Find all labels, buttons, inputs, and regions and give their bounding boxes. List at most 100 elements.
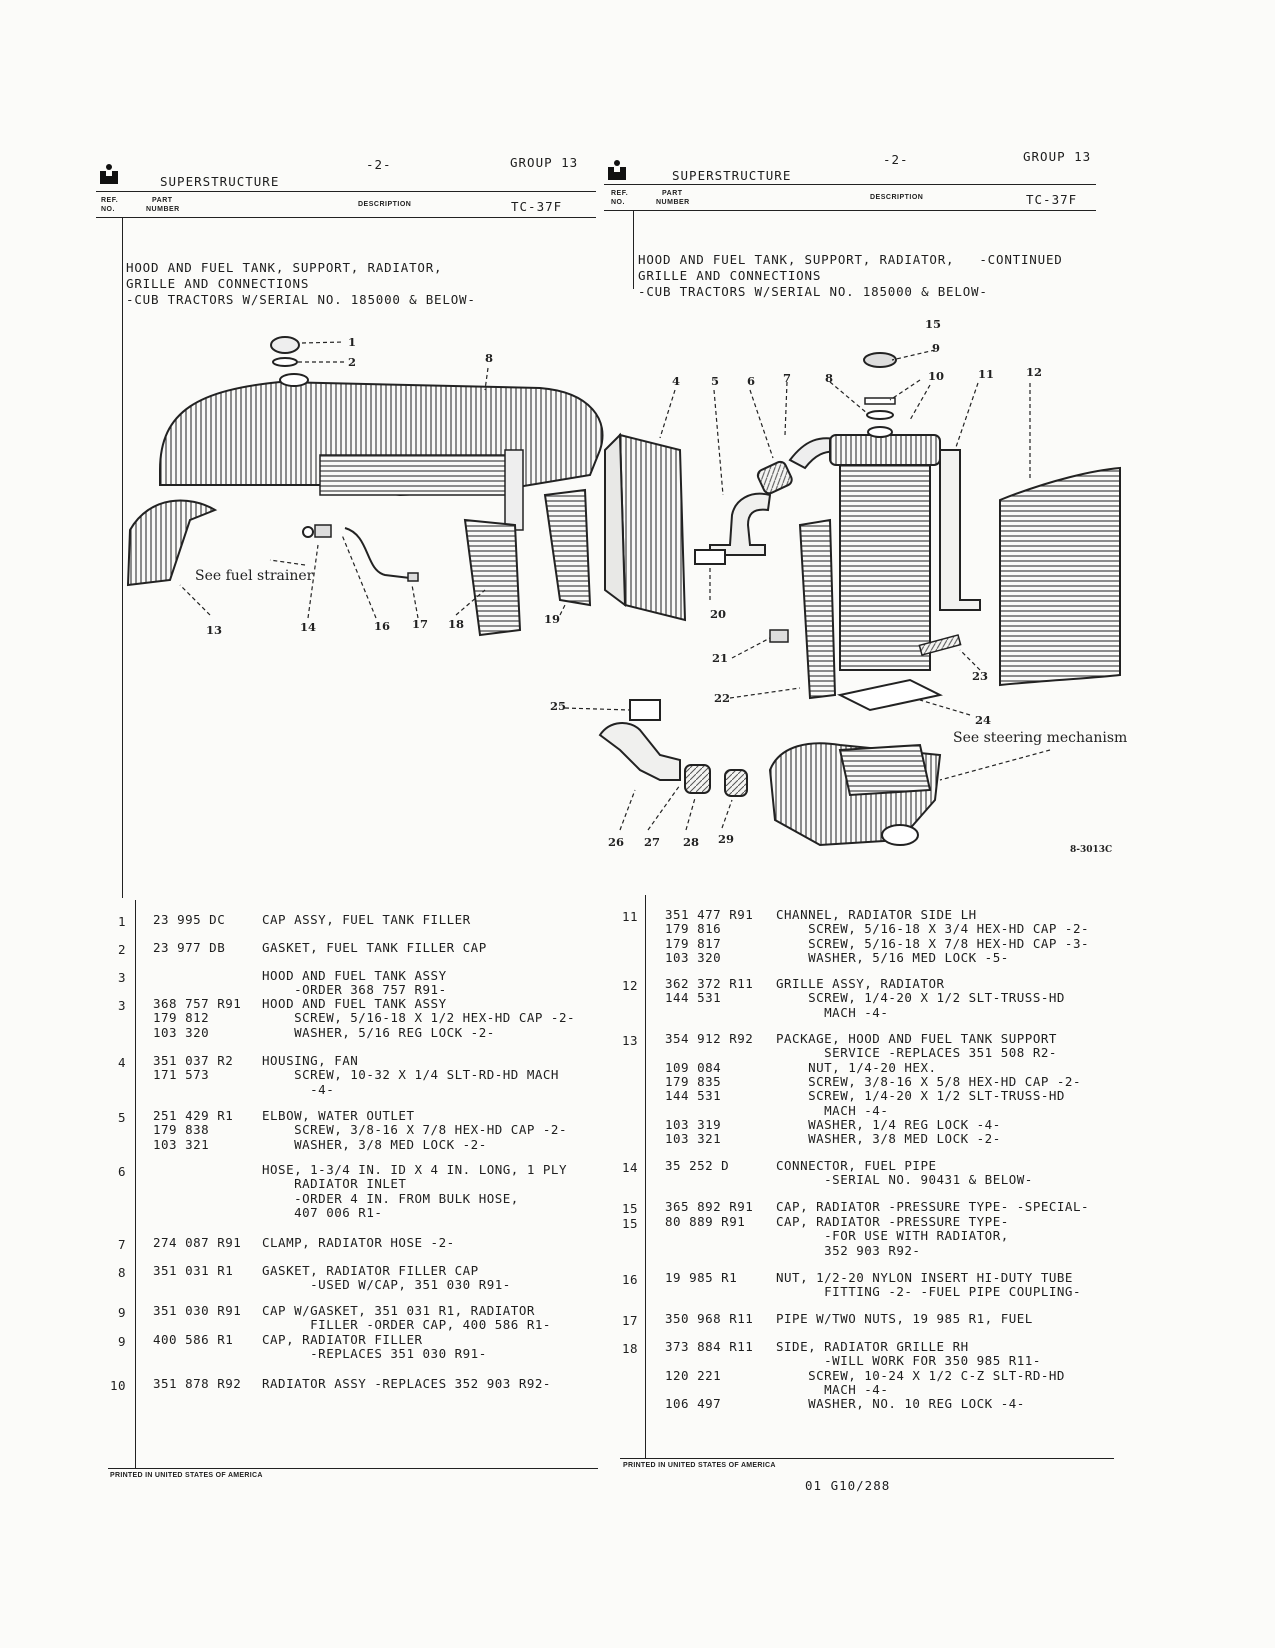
part-number: 120 221 — [665, 1367, 722, 1383]
left-header-rule — [96, 191, 596, 192]
right-ref-label: REF.NO. — [611, 190, 629, 206]
part-description: WASHER, NO. 10 REG LOCK -4- — [776, 1396, 1025, 1412]
radiator-cap-part — [863, 352, 897, 420]
ref-number: 6 — [117, 1164, 126, 1179]
right-desc-label: DESCRIPTION — [870, 194, 924, 201]
part-description: HOOD AND FUEL TANK ASSY — [262, 996, 447, 1011]
right-group-label: GROUP 13 — [1023, 149, 1092, 164]
part-description: 352 903 R92- — [776, 1242, 921, 1258]
part-description: -REPLACES 351 030 R91- — [262, 1346, 487, 1362]
part-number: 35 252 D — [665, 1158, 730, 1173]
part-description: PACKAGE, HOOD AND FUEL TANK SUPPORT — [776, 1031, 1057, 1046]
ih-logo-right — [606, 160, 628, 180]
ref-number: 16 — [621, 1272, 638, 1287]
fuel-strainer-note: See fuel strainer — [195, 568, 314, 584]
elbow-gasket-part — [694, 549, 726, 565]
right-ref-separator-top — [633, 211, 634, 289]
part-number: 23 995 DC — [153, 912, 226, 927]
fuel-pipe-part — [302, 524, 419, 582]
part-description: CAP, RADIATOR FILLER — [262, 1332, 423, 1347]
ref-number: 4 — [117, 1055, 126, 1070]
callout-22: 22 — [714, 691, 730, 705]
left-ref-separator — [135, 900, 136, 1468]
callout-13: 13 — [206, 623, 222, 637]
page-code: 01 G10/288 — [805, 1478, 891, 1493]
part-number: 23 977 DB — [153, 940, 226, 955]
left-footer-rule — [108, 1468, 598, 1469]
grille-side-lh-part — [543, 488, 592, 607]
part-number: 351 030 R91 — [153, 1303, 242, 1318]
right-footer-rule — [620, 1458, 1114, 1459]
callout-10: 10 — [928, 369, 944, 383]
part-description: -USED W/CAP, 351 030 R91- — [262, 1277, 511, 1293]
part-number: 144 531 — [665, 990, 722, 1006]
part-description: MACH -4- — [776, 1102, 889, 1118]
outlet-gasket-part — [629, 699, 661, 721]
callout-20: 20 — [710, 607, 726, 621]
part-description: FITTING -2- -FUEL PIPE COUPLING- — [776, 1284, 1081, 1300]
callout-21: 21 — [712, 651, 728, 665]
callout-5: 5 — [711, 374, 719, 388]
ref-number: 10 — [109, 1378, 126, 1393]
right-page-number: -2- — [883, 152, 909, 167]
grille-side-part — [463, 518, 522, 637]
callout-12: 12 — [1026, 365, 1042, 379]
part-description: CHANNEL, RADIATOR SIDE LH — [776, 907, 977, 922]
left-ref-label: REF.NO. — [101, 197, 119, 213]
callout-8: 8 — [825, 371, 833, 385]
water-outlet-elbow-part — [709, 492, 772, 556]
part-description: SCREW, 3/8-16 X 5/8 HEX-HD CAP -2- — [776, 1073, 1081, 1089]
left-title: HOOD AND FUEL TANK, SUPPORT, RADIATOR,GR… — [126, 260, 476, 307]
water-inlet-pipe-part — [598, 722, 681, 781]
left-ref-separator-top — [122, 218, 123, 898]
callout-18: 18 — [448, 617, 464, 631]
part-number: 179 812 — [153, 1010, 210, 1026]
part-number: 351 477 R91 — [665, 907, 754, 922]
callout-8: 8 — [485, 351, 493, 365]
radiator-support-casting-part — [768, 742, 942, 847]
part-number: 144 531 — [665, 1088, 722, 1104]
part-description: CONNECTOR, FUEL PIPE — [776, 1158, 937, 1173]
part-description: SCREW, 1/4-20 X 1/2 SLT-TRUSS-HD — [776, 1088, 1065, 1104]
part-number: 80 889 R91 — [665, 1214, 746, 1229]
ref-number: 15 — [621, 1201, 638, 1216]
ref-number: 3 — [117, 970, 126, 985]
part-description: SCREW, 10-24 X 1/2 C-Z SLT-RD-HD — [776, 1367, 1065, 1383]
part-description: WASHER, 5/16 REG LOCK -2- — [262, 1024, 495, 1040]
ref-number: 12 — [621, 978, 638, 993]
part-number: 351 878 R92 — [153, 1376, 242, 1391]
left-header-rule-2 — [96, 217, 596, 218]
part-number: 354 912 R92 — [665, 1031, 754, 1046]
part-description: CAP W/GASKET, 351 031 R1, RADIATOR — [262, 1303, 535, 1318]
part-description: PIPE W/TWO NUTS, 19 985 R1, FUEL — [776, 1311, 1033, 1326]
part-number: 103 320 — [153, 1024, 210, 1040]
ref-number: 18 — [621, 1341, 638, 1356]
callout-17: 17 — [412, 617, 428, 631]
radiator-side-channel-part — [939, 449, 981, 611]
ref-number: 9 — [117, 1334, 126, 1349]
part-description: SCREW, 3/8-16 X 7/8 HEX-HD CAP -2- — [262, 1122, 567, 1138]
fan-housing-part — [618, 433, 687, 622]
callout-23: 23 — [972, 669, 988, 683]
part-description: -ORDER 4 IN. FROM BULK HOSE, — [262, 1190, 519, 1206]
part-number: 400 586 R1 — [153, 1332, 234, 1347]
left-page-number: -2- — [366, 157, 392, 172]
radiator-grille-part — [999, 466, 1121, 687]
lower-hose-part — [724, 769, 748, 797]
part-description: NUT, 1/4-20 HEX. — [776, 1059, 937, 1075]
callout-9: 9 — [932, 341, 940, 355]
callout-25: 25 — [550, 699, 566, 713]
part-description: CAP ASSY, FUEL TANK FILLER — [262, 912, 471, 927]
left-printed-note: PRINTED IN UNITED STATES OF AMERICA — [110, 1472, 263, 1479]
part-description: GASKET, RADIATOR FILLER CAP — [262, 1263, 479, 1278]
part-description: 407 006 R1- — [262, 1204, 383, 1220]
part-number: 19 985 R1 — [665, 1270, 738, 1285]
left-desc-label: DESCRIPTION — [358, 201, 412, 208]
right-ref-separator — [645, 895, 646, 1458]
part-number: 179 817 — [665, 935, 722, 951]
callout-14: 14 — [300, 620, 316, 634]
right-code: TC-37F — [1026, 192, 1078, 207]
part-number: 103 319 — [665, 1116, 722, 1132]
